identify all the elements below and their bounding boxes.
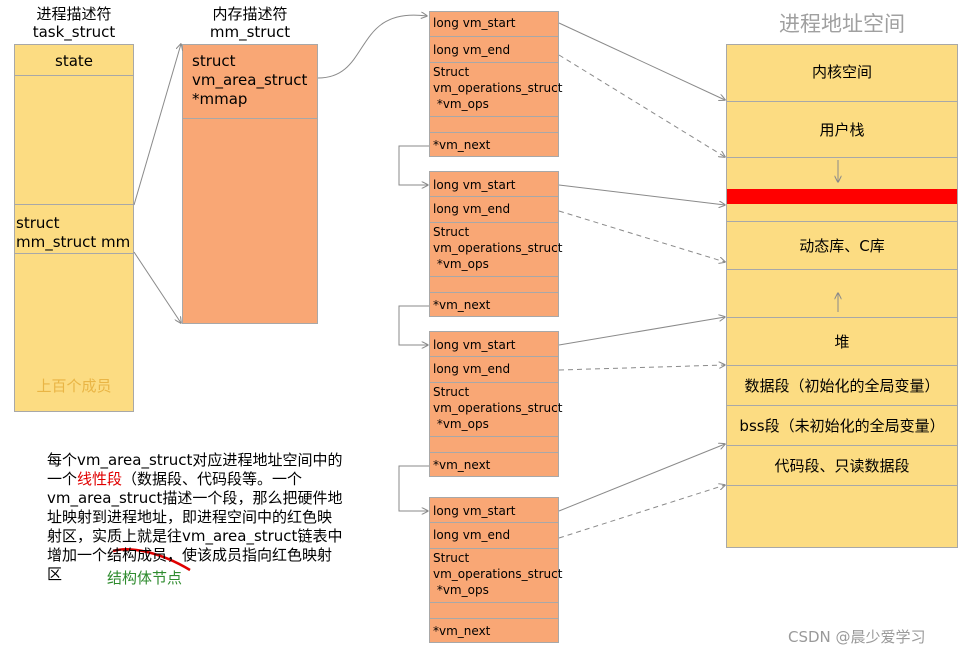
address-space-box: 内核空间 用户栈 动态库、C库 堆 数据段（初始化的全局变量） bss段（未初始… [726, 44, 958, 548]
mmap-field: struct vm_area_struct *mmap [192, 52, 308, 108]
vm-end-field: long vm_end [433, 43, 511, 57]
vm-ops-field: Struct vm_operations_struct *vm_ops [433, 385, 563, 431]
arrow-next-3 [398, 465, 429, 511]
vm-end-field: long vm_end [433, 362, 511, 376]
arrow-end-2 [558, 210, 725, 262]
vm-next-field: *vm_next [433, 624, 491, 638]
watermark: CSDN @晨少爱学习 [788, 628, 926, 646]
arrow-next-1 [398, 145, 429, 185]
annotation-strike [112, 548, 191, 572]
segment-dynamic-lib: 动态库、C库 [727, 221, 957, 269]
vm-start-field: long vm_start [433, 338, 516, 352]
segment-stack-growth [727, 157, 957, 189]
arrow-mm-bottom [133, 251, 181, 323]
arrow-next-2 [398, 305, 429, 345]
task-struct-box: state struct mm_struct mm 上百个成员 [14, 44, 134, 412]
vm-end-field: long vm_end [433, 202, 511, 216]
vm-area-node-4: long vm_start long vm_end Struct vm_oper… [429, 497, 563, 643]
segment-bss: bss段（未初始化的全局变量） [727, 405, 957, 445]
vm-next-field: *vm_next [433, 458, 491, 472]
arrow-start-4 [558, 444, 725, 512]
segment-data: 数据段（初始化的全局变量） [727, 365, 957, 405]
task-struct-title: 进程描述符 task_struct [32, 5, 116, 41]
struct-node-annotation: 结构体节点 [107, 569, 183, 587]
arrow-end-4 [558, 485, 725, 539]
arrow-end-3 [558, 365, 725, 371]
arrow-start-1 [558, 22, 725, 100]
vm-area-node-2: long vm_start long vm_end Struct vm_oper… [429, 171, 563, 317]
explanation-note: 每个vm_area_struct对应进程地址空间中的 一个线性段（数据段、代码段… [47, 451, 343, 583]
mapped-region-red [727, 189, 957, 204]
vm-end-field: long vm_end [433, 528, 511, 542]
vm-ops-field: Struct vm_operations_struct *vm_ops [433, 65, 563, 111]
arrow-start-3 [558, 317, 725, 346]
mm-struct-title: 内存描述符 mm_struct [209, 5, 291, 41]
vm-area-node-1: long vm_start long vm_end Struct vm_oper… [429, 11, 563, 157]
segment-heap-growth [727, 269, 957, 317]
vm-start-field: long vm_start [433, 504, 516, 518]
vm-area-node-3: long vm_start long vm_end Struct vm_oper… [429, 331, 563, 477]
linear-segment-highlight: 线性段 [77, 470, 123, 488]
members-note: 上百个成员 [36, 377, 112, 395]
vm-ops-field: Struct vm_operations_struct *vm_ops [433, 551, 563, 597]
mm-field: struct mm_struct mm [16, 214, 131, 251]
arrow-end-1 [558, 54, 725, 157]
vm-next-field: *vm_next [433, 138, 491, 152]
vm-start-field: long vm_start [433, 178, 516, 192]
segment-bottom [727, 485, 957, 548]
segment-user-stack: 用户栈 [727, 101, 957, 157]
arrow-mm-top [133, 44, 181, 206]
vm-next-field: *vm_next [433, 298, 491, 312]
segment-heap: 堆 [727, 317, 957, 365]
arrow-start-2 [558, 184, 725, 205]
mm-struct-box: struct vm_area_struct *mmap [182, 44, 318, 324]
segment-code: 代码段、只读数据段 [727, 445, 957, 485]
arrow-mmap [317, 15, 427, 79]
segment-kernel: 内核空间 [811, 63, 872, 81]
address-space-title: 进程地址空间 [779, 12, 905, 36]
state-field: state [55, 52, 93, 70]
vm-start-field: long vm_start [433, 16, 516, 30]
vm-ops-field: Struct vm_operations_struct *vm_ops [433, 225, 563, 271]
